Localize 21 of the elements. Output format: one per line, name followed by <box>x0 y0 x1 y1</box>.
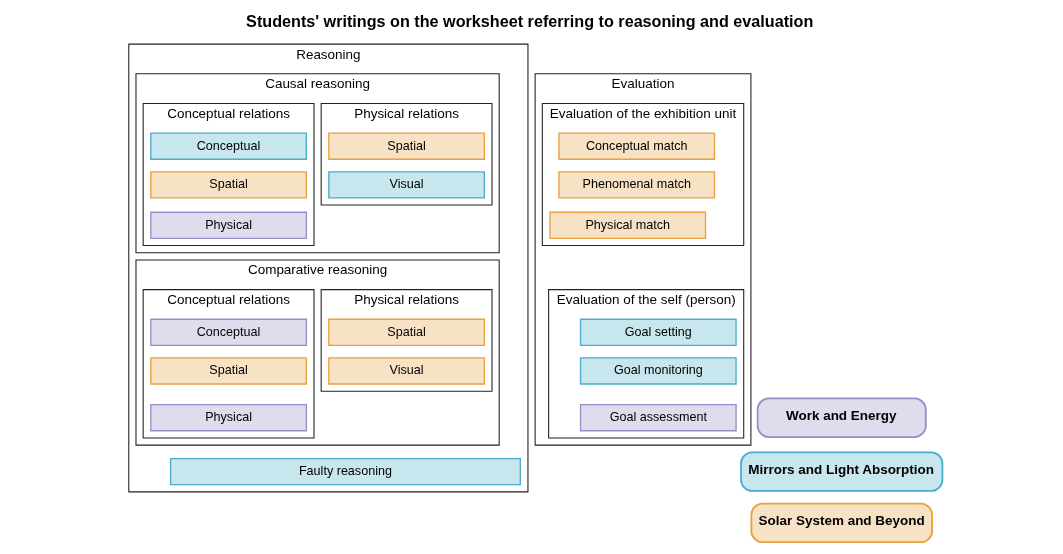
diagram-title: Students' writings on the worksheet referring to reasoning and evaluation <box>245 12 813 31</box>
node-box: Conceptual <box>149 318 307 346</box>
node-box: Visual <box>327 357 485 385</box>
node-box: Physical match <box>548 211 706 239</box>
node-box: Phenomenal match <box>557 171 715 199</box>
node-box: Conceptual <box>149 132 307 160</box>
node-box: Spatial <box>327 132 485 160</box>
node-box: Goal monitoring <box>579 357 737 385</box>
node-box: Spatial <box>149 357 307 385</box>
node-box: Goal assessment <box>579 404 737 432</box>
node-box: Physical <box>149 211 307 239</box>
node-box: Goal setting <box>579 318 737 346</box>
legend-label: Mirrors and Light Absorption <box>747 461 934 477</box>
node-box: Physical <box>149 404 307 432</box>
legend-label: Solar System and Beyond <box>758 513 925 529</box>
legend-label: Work and Energy <box>785 407 897 423</box>
node-box: Conceptual match <box>557 132 715 160</box>
node-box: Spatial <box>149 171 307 199</box>
node-box: Visual <box>327 171 485 199</box>
node-box: Spatial <box>327 318 485 346</box>
node-box: Faulty reasoning <box>169 457 521 486</box>
